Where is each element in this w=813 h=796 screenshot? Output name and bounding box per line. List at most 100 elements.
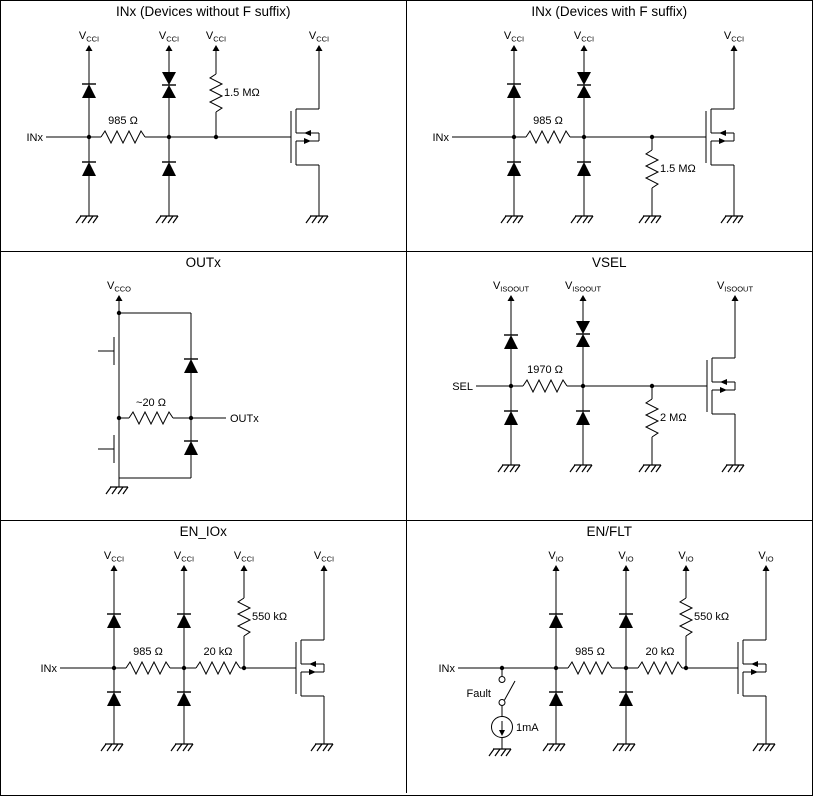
junction-dot [582,134,587,140]
vcc-rail-1: VCCI [504,30,524,84]
visoout-rail-2: VISOOUT [565,280,602,321]
rail-label: VIO [549,550,564,564]
supply-arrow-icon [165,45,173,51]
inx-with-f-schematic: VCCI INx 985 Ω VCCI [433,30,744,224]
supply-arrow-icon [507,295,515,301]
cmos-input-buffer [290,108,320,166]
esd-diode-to-gnd [81,161,97,177]
series-resistor-value: 985 Ω [533,115,563,127]
series-resistor [522,379,568,393]
esd-diode-to-vcc [106,613,122,629]
esd-diode-to-gnd [506,161,522,177]
ground-symbol [612,743,636,752]
clamp-diode-to-vcco [183,358,199,374]
vcc-rail-2: VCCI [174,550,194,614]
visoout-rail-1: VISOOUT [493,280,530,335]
ground-symbol [75,215,99,224]
pullup-resistor [209,73,223,113]
rail-label: VCCI [309,30,329,44]
pulldown-resistor-branch [638,137,662,224]
fault-label: Fault [467,688,491,700]
vsel-schematic: VISOOUT SEL 1970 Ω VISOOUT [452,280,754,473]
rail-label: VCCI [79,30,99,44]
rail-label: VIO [619,550,634,564]
rail-label: VCCO [107,280,131,294]
vio-rail-4: VIO [759,550,774,640]
input-pin-label: SEL [452,381,473,393]
esd-diode-to-vcc [618,613,634,629]
output-series-resistor [128,411,174,425]
junction-dot [512,134,517,140]
series-resistor-1 [125,661,171,675]
junction-dot [509,383,514,389]
series-resistor [525,130,571,144]
vcc-rail-3: VCCI [206,30,226,74]
series-resistor [100,130,146,144]
ground-symbol [638,215,662,224]
ground-symbol [305,215,329,224]
output-resistor-value: ~20 Ω [136,397,166,409]
rail-label: VISOOUT [493,280,530,294]
cmos-input-buffer [705,108,735,166]
panel-en-iox: EN_IOx VCCI INx 985 Ω VCCI [1,521,407,793]
input-pin-label: INx [27,132,44,144]
panel-title: EN_IOx [179,524,227,539]
panel-title: INx (Devices without F suffix) [115,4,291,19]
rail-label: VCCI [314,550,334,564]
junction-dot [182,665,187,671]
rail-label: VCCI [724,30,744,44]
panel-en-flt: EN/FLT INx Fault 1mA VI [407,521,813,793]
supply-arrow-icon [320,565,328,571]
panel-outx: OUTx VCCO ~20 Ω OUTx [1,252,407,521]
switch-contact-bottom [498,699,506,706]
rail-label: VCCI [159,30,179,44]
supply-arrow-icon [731,295,739,301]
supply-arrow-icon [682,565,690,571]
ground-symbol [569,464,593,473]
series-resistor-1-value: 985 Ω [133,646,163,658]
supply-arrow-icon [730,45,738,51]
supply-arrow-icon [212,45,220,51]
pullup-resistor-value: 550 kΩ [252,611,287,623]
junction-dot [684,665,689,671]
supply-arrow-icon [552,565,560,571]
vcc-rail-4: VCCI [314,550,334,640]
rail-label: VCCI [234,550,254,564]
junction-dot [624,665,629,671]
bidirectional-clamp-diodes [576,71,592,99]
rail-label: VCCI [206,30,226,44]
supply-arrow-icon [510,45,518,51]
outx-schematic: VCCO ~20 Ω OUTx [98,280,259,495]
vcc-rail-3: VCCI [724,30,744,109]
esd-diode-to-vcc [503,334,519,350]
junction-dot [554,665,559,671]
ground-symbol [310,743,334,752]
ground-symbol [497,464,521,473]
junction-dot [500,665,505,671]
junction-dot [650,134,655,140]
junction-dot [112,665,117,671]
ground-symbol [570,215,594,224]
vcco-rail: VCCO [107,280,131,478]
esd-diode-to-vcc [81,83,97,99]
clamp-diode-to-gnd [183,440,199,456]
pulldown-resistor-value: 1.5 MΩ [660,163,696,175]
ground-symbol [155,215,179,224]
pulldown-resistor-branch [638,386,662,473]
esd-diode-to-gnd [618,691,634,707]
junction-dot [581,383,586,389]
panel-title: VSEL [591,255,627,270]
vcc-rail-3: VCCI [234,550,254,598]
esd-diode-to-gnd [176,691,192,707]
nmos-output-transistor [98,435,115,463]
supply-arrow-icon [622,565,630,571]
output-pin-label: OUTx [230,413,259,425]
esd-diode-to-gnd [106,691,122,707]
supply-arrow-icon [762,565,770,571]
bidirectional-clamp-diodes [161,71,177,99]
rail-label: VCCI [104,550,124,564]
vcc-rail-2: VCCI [574,30,594,72]
junction-dot [117,415,122,421]
cmos-input-buffer [295,639,325,697]
